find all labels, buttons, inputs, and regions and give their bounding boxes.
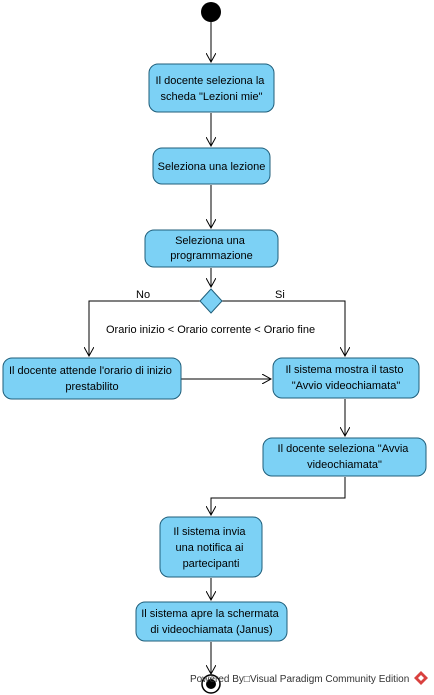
activity-text-line: Il sistema mostra il tasto	[285, 364, 403, 376]
activity-wait-start-time: Il docente attende l'orario di inizio pr…	[2, 357, 182, 400]
activity-select-lezioni-mie-tab: Il docente seleziona la scheda "Lezioni …	[148, 63, 275, 113]
edge-a6-a7	[211, 477, 346, 515]
activity-text-line: Il docente seleziona "Avvia	[278, 443, 410, 455]
activity-text-line: Il sistema invia	[173, 526, 246, 538]
visual-paradigm-logo-icon	[414, 671, 428, 685]
activity-text-line: "Avvio videochiamata"	[292, 380, 401, 392]
final-node	[201, 674, 221, 694]
activity-text-line: Il docente seleziona la	[156, 75, 266, 87]
activity-text-line: partecipanti	[183, 558, 240, 570]
svg-text:Il docente seleziona "Avvia: Il docente seleziona "Avvia videochiamat…	[278, 443, 412, 471]
activity-open-video-screen: Il sistema apre la schermata di videochi…	[135, 601, 288, 642]
activity-send-notification: Il sistema invia una notifica ai parteci…	[159, 516, 263, 578]
activity-select-start-video: Il docente seleziona "Avvia videochiamat…	[262, 437, 427, 477]
activity-text-line: scheda "Lezioni mie"	[161, 91, 263, 103]
activity-text-line: una notifica ai	[176, 542, 244, 554]
activity-select-lesson: Seleziona una lezione	[152, 147, 271, 185]
activity-select-schedule: Seleziona una programmazione	[144, 229, 279, 268]
initial-node	[201, 2, 221, 22]
edge-decision-yes	[222, 300, 345, 356]
svg-text:Il sistema mostra il tasto: Il sistema mostra il tasto "Avvio videoc…	[285, 364, 406, 392]
activity-text-line: Seleziona una	[175, 235, 246, 247]
svg-text:Seleziona una programmaz: Seleziona una programmazione	[170, 235, 253, 262]
svg-text:Il sistema apre la schermata: Il sistema apre la schermata di videochi…	[141, 608, 282, 636]
activity-text-line: di videochiamata (Janus)	[150, 624, 272, 636]
powered-by-footer: Powered By□Visual Paradigm Community Edi…	[190, 674, 409, 685]
edge-decision-no	[89, 300, 200, 356]
decision-no-label: No	[136, 289, 150, 301]
activity-text-line: Seleziona una lezione	[158, 161, 266, 173]
activity-text-line: Il sistema apre la schermata	[141, 608, 279, 620]
activity-text-line: programmazione	[170, 250, 253, 262]
activity-text-line: Il docente attende l'orario di inizio	[9, 365, 172, 377]
decision-node	[199, 288, 223, 314]
svg-text:Il sistema invia una not: Il sistema invia una notifica ai parteci…	[173, 526, 248, 570]
activity-text-line: videochiamata"	[307, 459, 382, 471]
svg-text:Seleziona una lezione: Seleziona una lezione	[158, 161, 266, 173]
activity-show-video-button: Il sistema mostra il tasto "Avvio videoc…	[272, 357, 420, 399]
svg-text:Il docente attende l'orario di: Il docente attende l'orario di inizio pr…	[9, 365, 175, 393]
activity-text-line: prestabilito	[65, 381, 118, 393]
svg-text:Il docente seleziona la: Il docente seleziona la scheda "Lezioni …	[156, 75, 268, 103]
decision-yes-label: Si	[275, 289, 285, 301]
decision-guard-label: Orario inizio < Orario corrente < Orario…	[106, 324, 315, 336]
